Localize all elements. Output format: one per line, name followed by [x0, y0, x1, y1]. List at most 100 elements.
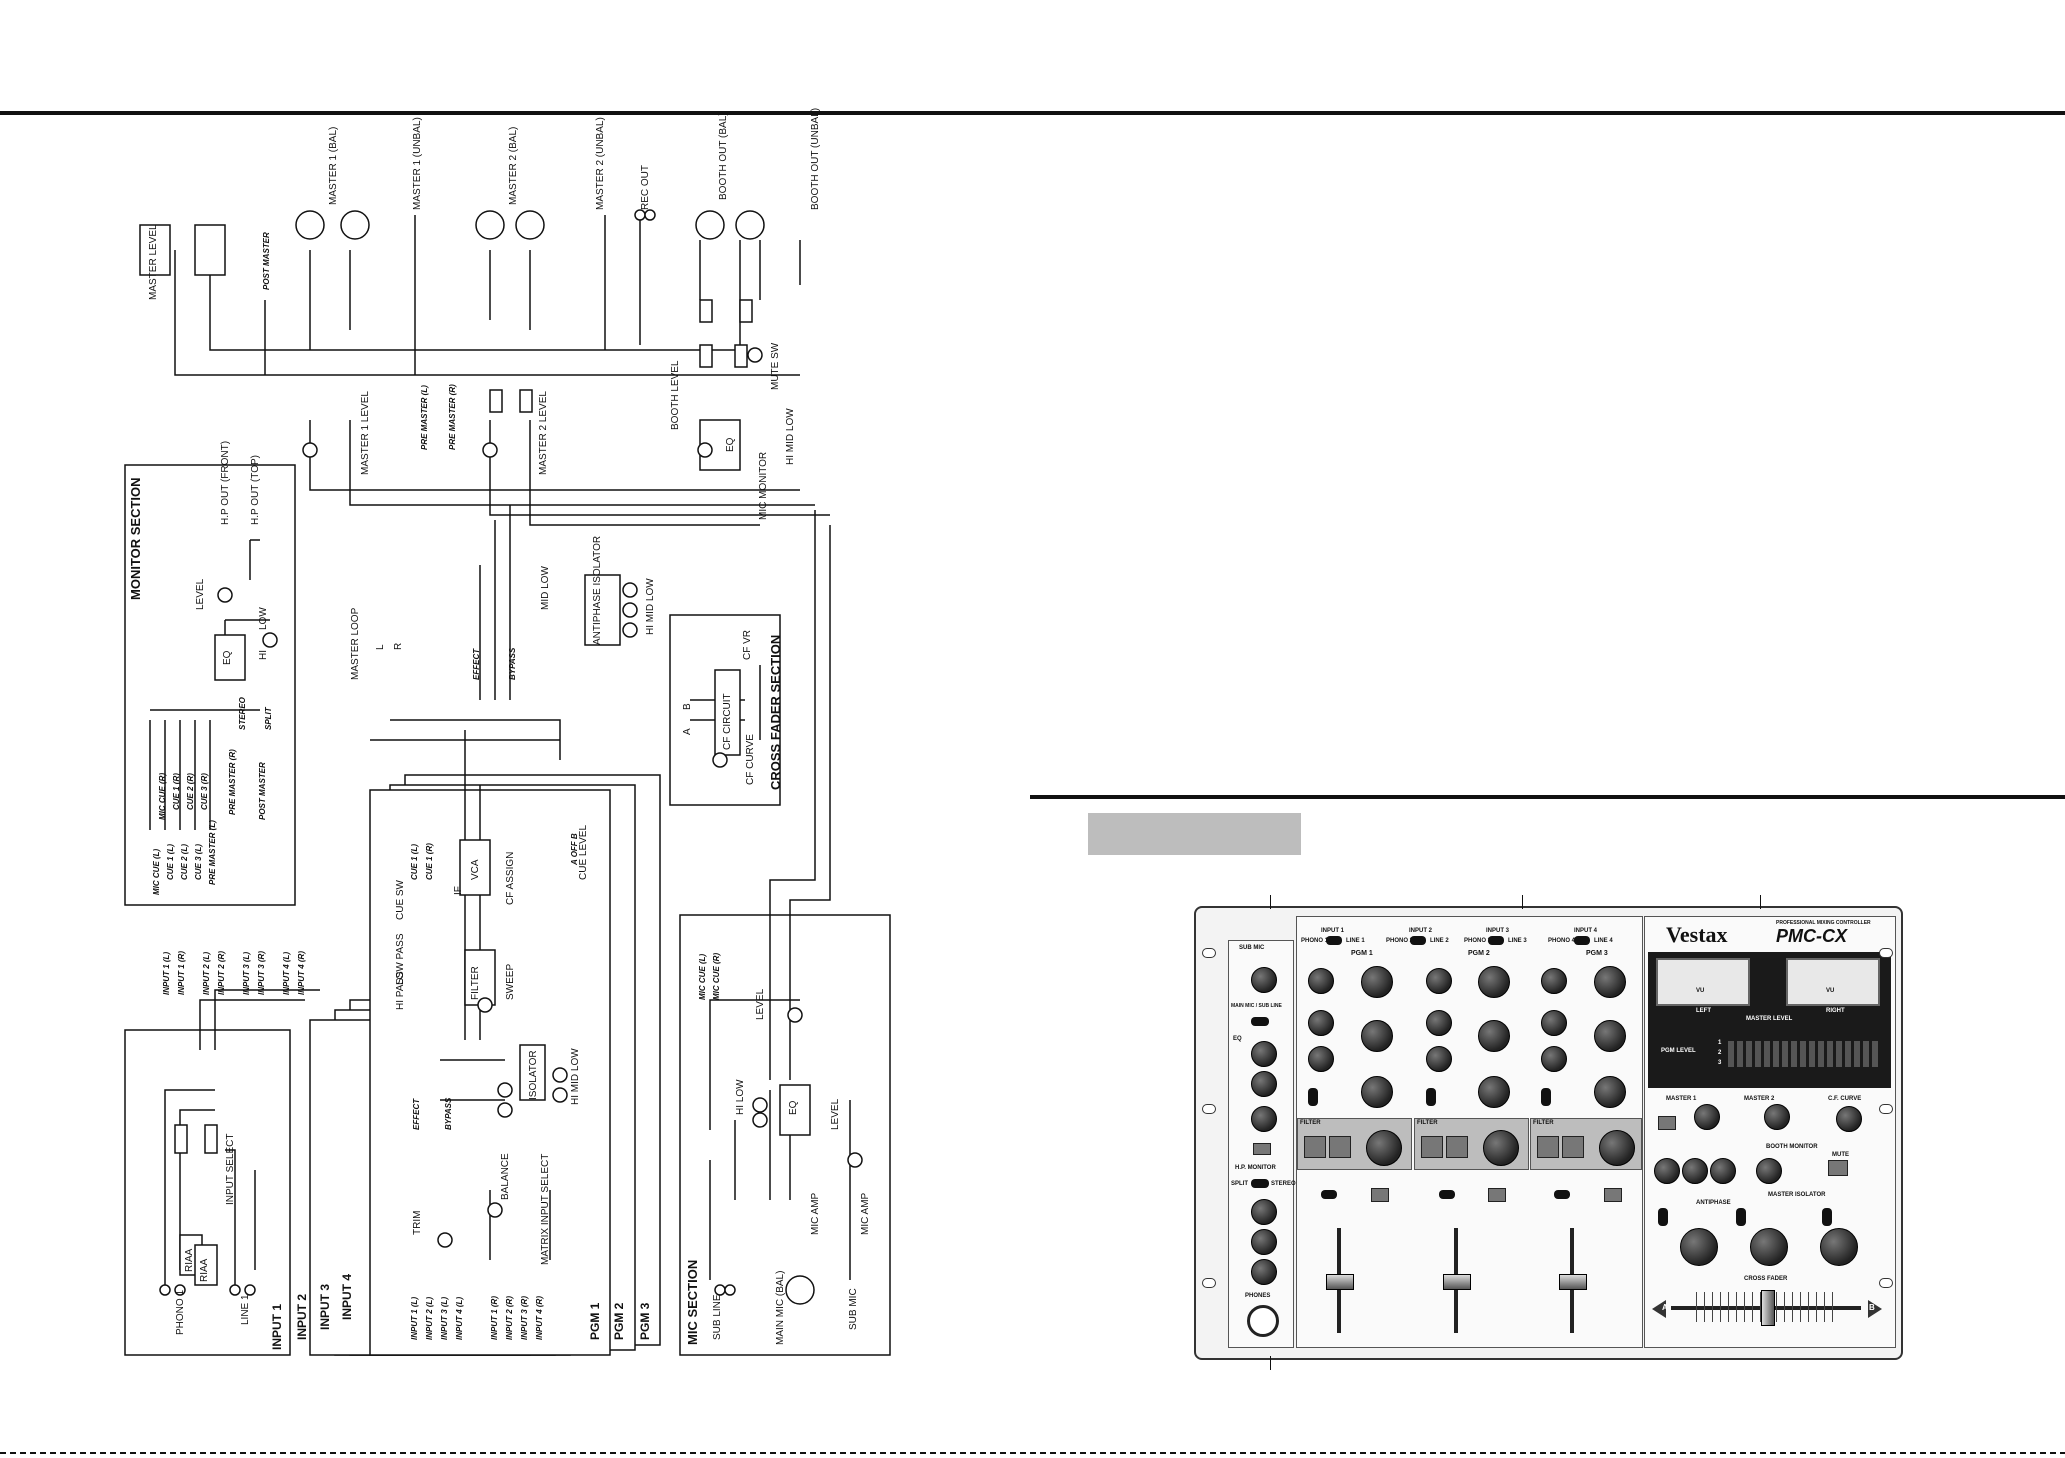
- mute-button[interactable]: [1828, 1160, 1848, 1176]
- ch3-low-knob[interactable]: [1594, 1076, 1626, 1108]
- master1-level-knob[interactable]: [1694, 1104, 1720, 1130]
- sweep-label: SWEEP: [505, 963, 516, 1000]
- ch1-cue-button[interactable]: [1371, 1188, 1389, 1202]
- ch2-cf-assign-switch[interactable]: [1439, 1190, 1455, 1199]
- input-out-4r: INPUT 4 (R): [297, 951, 306, 995]
- pgm-row-1: 1: [1718, 1040, 1722, 1046]
- monitor-low-label: LOW: [258, 607, 269, 630]
- antiphase-low-switch[interactable]: [1658, 1208, 1668, 1226]
- ch2-input-assign-knob[interactable]: [1426, 968, 1452, 994]
- input4-switch[interactable]: [1574, 936, 1590, 945]
- booth-mid-knob[interactable]: [1682, 1158, 1708, 1184]
- hp-monitor-label: H.P. MONITOR: [1235, 1165, 1276, 1171]
- ch1-trim-knob[interactable]: [1308, 1010, 1334, 1036]
- booth-hi-knob[interactable]: [1710, 1158, 1736, 1184]
- ch1-bal-knob[interactable]: [1308, 1046, 1334, 1072]
- ch2-fader[interactable]: [1443, 1274, 1471, 1290]
- master-iso-hi-knob[interactable]: [1820, 1228, 1858, 1266]
- ch2-mid-knob[interactable]: [1478, 1020, 1510, 1052]
- ch1-low-knob[interactable]: [1361, 1076, 1393, 1108]
- hp-low-knob[interactable]: [1251, 1229, 1277, 1255]
- ch2-cue-button[interactable]: [1488, 1188, 1506, 1202]
- ch2-low-knob[interactable]: [1478, 1076, 1510, 1108]
- vu-right-text: VU: [1826, 988, 1835, 994]
- input3-switch[interactable]: [1488, 936, 1504, 945]
- master1-cue-button[interactable]: [1658, 1116, 1676, 1130]
- ch1-low-pass-button[interactable]: [1304, 1136, 1326, 1158]
- pgm3-label: PGM 3: [638, 1302, 652, 1340]
- ch1-mid-knob[interactable]: [1361, 1020, 1393, 1052]
- ch2-low-pass-button[interactable]: [1421, 1136, 1443, 1158]
- booth-eq-label: EQ: [725, 437, 736, 452]
- sub-mic-label: SUB MIC: [1239, 945, 1265, 951]
- cross-fader-knob[interactable]: [1761, 1290, 1775, 1326]
- antiphase-mid-switch[interactable]: [1736, 1208, 1746, 1226]
- ch1-sweep-knob[interactable]: [1366, 1130, 1402, 1166]
- ch3-mid-knob[interactable]: [1594, 1020, 1626, 1052]
- hp-level-knob[interactable]: [1251, 1259, 1277, 1285]
- main-mic-switch[interactable]: [1251, 1017, 1269, 1026]
- ch2-hi-knob[interactable]: [1478, 966, 1510, 998]
- cf-circuit-label: CF CIRCUIT: [722, 693, 733, 750]
- ch2-trim-knob[interactable]: [1426, 1010, 1452, 1036]
- rack-screw-mr: [1879, 1104, 1893, 1114]
- sub-mic-level-knob[interactable]: [1251, 967, 1277, 993]
- loop-r-label: R: [393, 642, 404, 650]
- input2-switch[interactable]: [1410, 936, 1426, 945]
- split-stereo-switch[interactable]: [1251, 1179, 1269, 1188]
- balance-label: BALANCE: [500, 1153, 511, 1200]
- phones-jack[interactable]: [1247, 1305, 1279, 1337]
- cross-fader-section-title: CROSS FADER SECTION: [768, 634, 783, 790]
- mic-cue-r-out-label: MIC CUE (R): [712, 952, 721, 1000]
- booth-level-knob[interactable]: [1756, 1158, 1782, 1184]
- ch3-isolator-switch[interactable]: [1541, 1088, 1551, 1106]
- mic-cue-l-label: MIC CUE (L): [152, 848, 161, 895]
- ch1-input-assign-knob[interactable]: [1308, 968, 1334, 994]
- ch1-isolator-switch[interactable]: [1308, 1088, 1318, 1106]
- antiphase-hi-switch[interactable]: [1822, 1208, 1832, 1226]
- ch3-hi-knob[interactable]: [1594, 966, 1626, 998]
- mic-eq-low-knob[interactable]: [1251, 1071, 1277, 1097]
- input-select-label: INPUT SELECT: [225, 1133, 236, 1206]
- mic-level-label-2: LEVEL: [830, 1098, 841, 1130]
- master-iso-mid-knob[interactable]: [1750, 1228, 1788, 1266]
- master2-level-label: MASTER 2 LEVEL: [538, 391, 549, 475]
- ch2-isolator-switch[interactable]: [1426, 1088, 1436, 1106]
- vu-right-label: RIGHT: [1826, 1008, 1845, 1014]
- cf-curve-knob[interactable]: [1836, 1106, 1862, 1132]
- matrix-in-3l: INPUT 3 (L): [440, 1296, 449, 1340]
- ch3-bal-knob[interactable]: [1541, 1046, 1567, 1072]
- mic-level-knob[interactable]: [1251, 1106, 1277, 1132]
- ch3-fader[interactable]: [1559, 1274, 1587, 1290]
- ch2-bal-knob[interactable]: [1426, 1046, 1452, 1072]
- ch3-cue-button[interactable]: [1604, 1188, 1622, 1202]
- hp-hi-knob[interactable]: [1251, 1199, 1277, 1225]
- ch3-hi-pass-button[interactable]: [1562, 1136, 1584, 1158]
- ch1-cf-assign-switch[interactable]: [1321, 1190, 1337, 1199]
- ch1-fader[interactable]: [1326, 1274, 1354, 1290]
- pre-master-r-label: PRE MASTER (R): [228, 749, 237, 815]
- ch1-hi-pass-button[interactable]: [1329, 1136, 1351, 1158]
- main-mic-label: MAIN MIC (BAL): [775, 1270, 786, 1345]
- master1-unbal-label: MASTER 1 (UNBAL): [412, 117, 423, 210]
- ch3-trim-knob[interactable]: [1541, 1010, 1567, 1036]
- phones-label: PHONES: [1245, 1293, 1271, 1299]
- ch1-filter-label: FILTER: [1300, 1120, 1321, 1126]
- booth-low-knob[interactable]: [1654, 1158, 1680, 1184]
- ch2-hi-pass-button[interactable]: [1446, 1136, 1468, 1158]
- ch3-sweep-knob[interactable]: [1599, 1130, 1635, 1166]
- master2-level-knob[interactable]: [1764, 1104, 1790, 1130]
- master-iso-low-knob[interactable]: [1680, 1228, 1718, 1266]
- input1-switch[interactable]: [1326, 936, 1342, 945]
- cue2-r-label: CUE 2 (R): [186, 773, 195, 810]
- booth-hi-mid-low-label: HI MID LOW: [785, 408, 796, 465]
- ch2-sweep-knob[interactable]: [1483, 1130, 1519, 1166]
- mic-cue-button[interactable]: [1253, 1143, 1271, 1155]
- ch3-cf-assign-switch[interactable]: [1554, 1190, 1570, 1199]
- mic-eq-hi-knob[interactable]: [1251, 1041, 1277, 1067]
- phono1-label: PHONO 1: [175, 1289, 186, 1335]
- ch3-low-pass-button[interactable]: [1537, 1136, 1559, 1158]
- master2-bal-label: MASTER 2 (BAL): [508, 126, 519, 205]
- ch1-hi-knob[interactable]: [1361, 966, 1393, 998]
- ch3-input-assign-knob[interactable]: [1541, 968, 1567, 994]
